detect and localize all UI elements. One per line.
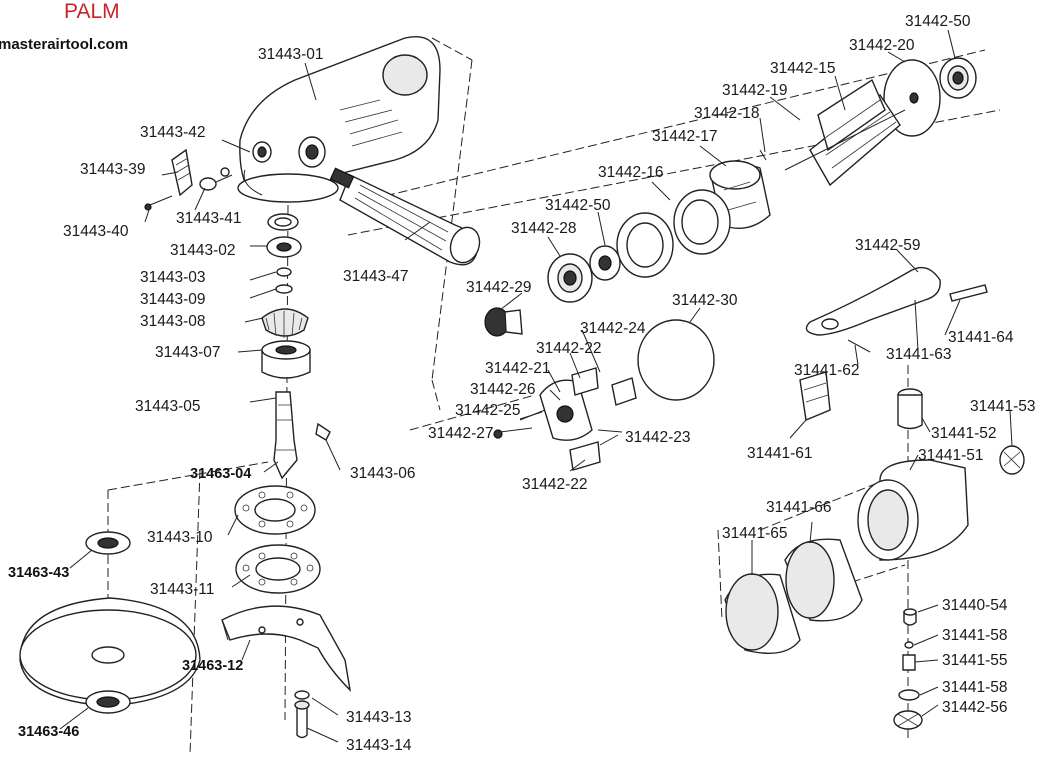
label-31443-42: 31443-42 [140, 124, 206, 141]
label-31442-19: 31442-19 [722, 82, 788, 99]
reverse-valve-group [493, 367, 637, 471]
label-31441-63: 31441-63 [886, 346, 952, 363]
label-31441-51: 31441-51 [918, 447, 984, 464]
label-31442-30: 31442-30 [672, 292, 738, 309]
brand-website: masterairtool.com [0, 36, 128, 53]
spindle-stack [261, 213, 331, 480]
label-31442-22-bottom: 31442-22 [522, 476, 588, 493]
label-31442-16: 31442-16 [598, 164, 664, 181]
label-31443-14: 31443-14 [346, 737, 412, 754]
label-31443-13: 31443-13 [346, 709, 412, 726]
valve-parts-31443-42 [144, 148, 233, 211]
label-31463-12: 31463-12 [182, 658, 243, 674]
side-handle-31443-47 [329, 167, 481, 266]
label-31463-46: 31463-46 [18, 724, 79, 740]
inlet-valve-stack [893, 608, 923, 730]
flanges [234, 485, 321, 594]
label-31443-10: 31443-10 [147, 529, 213, 546]
label-31441-61: 31441-61 [747, 445, 813, 462]
brand-logo-text: PALM [64, 0, 120, 23]
label-31442-20: 31442-20 [849, 37, 915, 54]
label-31443-39: 31443-39 [80, 161, 146, 178]
label-31442-29: 31442-29 [466, 279, 532, 296]
label-31442-22-top: 31442-22 [536, 340, 602, 357]
label-31441-65: 31441-65 [722, 525, 788, 542]
label-31443-07: 31443-07 [155, 344, 221, 361]
label-31442-28: 31442-28 [511, 220, 577, 237]
label-31441-58-top: 31441-58 [942, 627, 1008, 644]
label-31441-62: 31441-62 [794, 362, 860, 379]
label-31443-41: 31443-41 [176, 210, 242, 227]
wheel-guard-31463-12 [221, 605, 352, 693]
motor-assembly [484, 57, 977, 337]
backing-disc [19, 531, 201, 714]
label-31442-21: 31442-21 [485, 360, 551, 377]
label-31441-53: 31441-53 [970, 398, 1036, 415]
label-31442-50-mid: 31442-50 [545, 197, 611, 214]
label-31443-47: 31443-47 [343, 268, 409, 285]
label-31442-26: 31442-26 [470, 381, 536, 398]
label-31442-27: 31442-27 [428, 425, 494, 442]
label-31442-56: 31442-56 [942, 699, 1008, 716]
throttle-lever-31442-59 [799, 266, 988, 421]
label-31442-50-top: 31442-50 [905, 13, 971, 30]
label-31442-25: 31442-25 [455, 402, 521, 419]
label-31443-11: 31443-11 [150, 581, 214, 598]
rear-housing-31441-51 [857, 388, 1025, 561]
label-31442-59: 31442-59 [855, 237, 921, 254]
label-31443-09: 31443-09 [140, 291, 206, 308]
label-31442-17: 31442-17 [652, 128, 718, 145]
label-31463-04: 31463-04 [190, 466, 251, 482]
label-31442-15: 31442-15 [770, 60, 836, 77]
label-31441-58-bottom: 31441-58 [942, 679, 1008, 696]
housing-31443-01 [237, 36, 441, 203]
muffler-rings [724, 538, 863, 654]
label-31443-06: 31443-06 [350, 465, 416, 482]
label-31443-05: 31443-05 [135, 398, 201, 415]
label-31443-01: 31443-01 [258, 46, 324, 63]
o-ring-31442-30 [637, 319, 715, 401]
leader-lines [59, 29, 1013, 743]
label-31443-02: 31443-02 [170, 242, 236, 259]
label-31440-54: 31440-54 [942, 597, 1008, 614]
label-31443-03: 31443-03 [140, 269, 206, 286]
label-31442-18: 31442-18 [694, 105, 760, 122]
label-31441-66: 31441-66 [766, 499, 832, 516]
label-31442-24: 31442-24 [580, 320, 646, 337]
label-31442-23: 31442-23 [625, 429, 691, 446]
guard-screw [294, 690, 310, 739]
label-31441-55: 31441-55 [942, 652, 1008, 669]
label-31463-43: 31463-43 [8, 565, 69, 581]
label-31441-64: 31441-64 [948, 329, 1014, 346]
label-31443-08: 31443-08 [140, 313, 206, 330]
part-number-labels: 31443-01 31443-42 31443-39 31443-41 3144… [8, 13, 1036, 754]
label-31443-40: 31443-40 [63, 223, 129, 240]
label-31441-52: 31441-52 [931, 425, 997, 442]
